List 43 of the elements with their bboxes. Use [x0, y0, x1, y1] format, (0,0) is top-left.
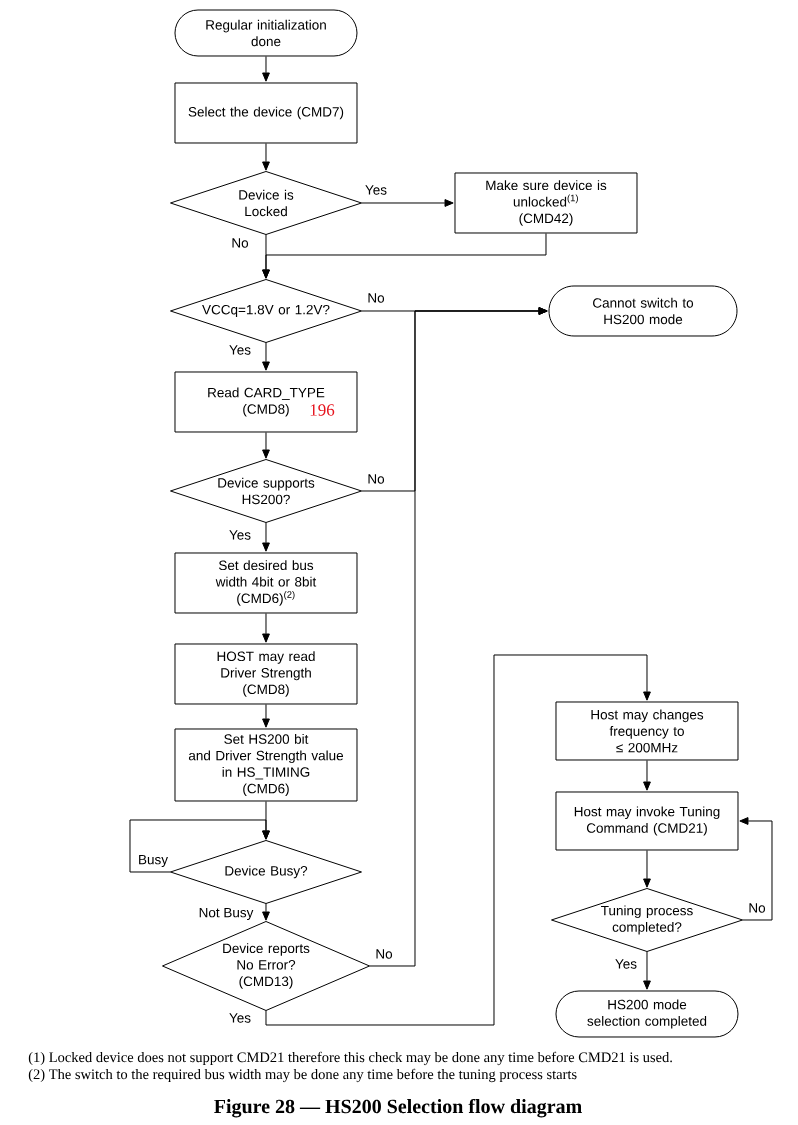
edge-label: Yes [364, 184, 388, 196]
flow-arrow [361, 199, 454, 207]
flow-arrow [262, 801, 270, 840]
edge-label: No [747, 902, 767, 914]
flow-arrow [643, 760, 651, 791]
flow-arrow [262, 432, 270, 459]
footnote: (1) Locked device does not support CMD21 therefore this check may be done any time before CMD21 is used. [28, 1051, 672, 1066]
figure-caption: Figure 28 — HS200 Selection flow diagram [214, 1098, 582, 1118]
flow-arrow [262, 903, 270, 921]
process-box: Select the device (CMD7) [174, 82, 358, 144]
edge-label: Busy [137, 853, 169, 869]
edge-label: Yes [228, 344, 252, 356]
flow-arrow [262, 342, 270, 371]
flow-arrow [643, 850, 651, 888]
terminal-box: HS200 mode selection completed [555, 990, 739, 1038]
flow-arrow [739, 817, 773, 921]
flow-arrow [369, 307, 548, 967]
edge-label: Yes [614, 958, 638, 970]
flow-arrow [262, 56, 270, 82]
edge-label: No [366, 473, 386, 485]
edge-label: No [374, 948, 394, 960]
process-box: HOST may read Driver Strength (CMD8) [174, 643, 358, 705]
edge-label: Yes [228, 1012, 252, 1024]
flow-arrow [262, 522, 270, 552]
process-box: Make sure device is unlocked$^{(1)}$ (CMD42) [454, 172, 638, 234]
flow-arrow [262, 704, 270, 728]
process-box: Host may changes frequency to ≤ 200MHz [555, 701, 739, 761]
process-box: Set desired bus width 4bit or 8bit (CMD6)$^{(2)}$ [174, 552, 358, 614]
edge-label: Yes [228, 529, 252, 541]
annotation-number: 196 [310, 404, 335, 416]
process-box: Host may invoke Tuning Command (CMD21) [555, 791, 739, 851]
flow-arrow [262, 233, 547, 279]
flow-arrow [265, 654, 651, 1026]
terminal-box: Cannot switch to HS200 mode [548, 285, 738, 337]
flow-arrow [262, 143, 270, 171]
footnote: (2) The switch to the required bus width may be done any time before the tuning process starts [28, 1068, 577, 1083]
edge-label: Not Busy [197, 906, 255, 922]
flow-arrow [262, 613, 270, 643]
edge-label: No [230, 237, 250, 249]
process-box: Set HS200 bit and Driver Strength value in HS_TIMING (CMD6) [174, 728, 358, 802]
flow-arrow [643, 951, 651, 990]
edge-label: No [366, 292, 386, 304]
terminal-box: Regular initialization done [174, 9, 358, 57]
